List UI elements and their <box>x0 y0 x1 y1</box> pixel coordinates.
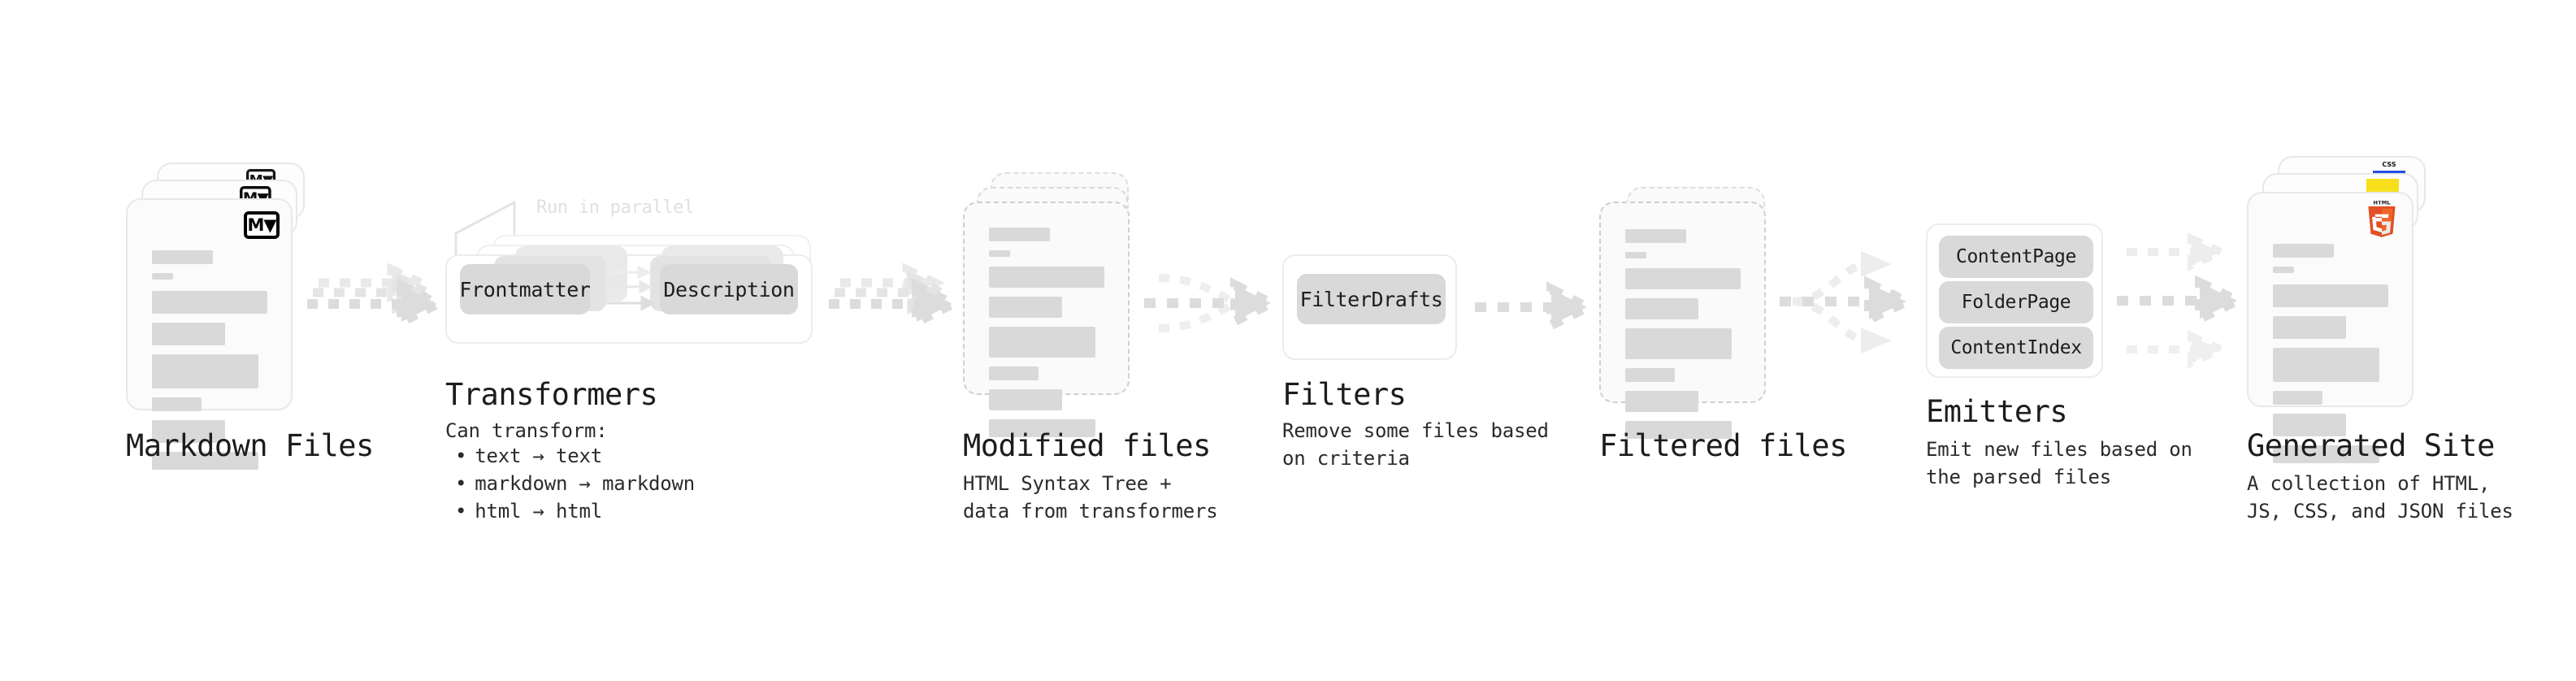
bullet-marker: • <box>455 472 467 496</box>
content-bar <box>989 367 1039 380</box>
emitter-chip-contentindex[interactable]: ContentIndex <box>1939 327 2093 369</box>
site-card-front: HTML <box>2247 192 2413 463</box>
generated-site-desc: A collection of HTML, JS, CSS, and JSON … <box>2247 472 2513 523</box>
content-bar <box>152 452 258 470</box>
bullet-marker: • <box>455 445 467 467</box>
stage-title-markdown-files: Markdown Files <box>126 428 374 463</box>
modified-card-front <box>963 202 1130 437</box>
transformer-chip-label: Description <box>663 277 795 301</box>
content-bar <box>1625 252 1647 258</box>
transformer-inner-arrows <box>606 266 657 311</box>
content-bar <box>989 228 1051 241</box>
content-bar <box>1625 368 1675 382</box>
modified-card-content <box>989 228 1107 446</box>
filter-chip-label: FilterDrafts <box>1299 287 1443 311</box>
stage-title-emitters: Emitters <box>1926 394 2068 429</box>
markdown-badge-letter: M <box>247 215 264 235</box>
filters-panel: FilterDrafts <box>1282 254 1457 360</box>
markdown-card-front: M ▼ <box>126 198 293 470</box>
stage-title-modified-files: Modified files <box>963 428 1211 463</box>
stage-title-filtered-files: Filtered files <box>1599 428 1847 463</box>
emitter-chip-label: FolderPage <box>1961 292 2071 313</box>
content-bar <box>2273 316 2346 339</box>
content-bar <box>989 419 1095 437</box>
content-bar <box>989 297 1062 318</box>
stage-title-transformers: Transformers <box>445 377 658 412</box>
transformer-chip-label: Frontmatter <box>459 277 591 301</box>
arrow-filtered-to-emitters <box>1780 251 1918 354</box>
content-bar <box>989 250 1011 257</box>
transformers-bullet: markdown → markdown <box>475 472 695 496</box>
content-bar <box>152 291 268 314</box>
content-bar <box>1625 421 1732 439</box>
content-bar <box>152 420 225 443</box>
content-bar <box>152 323 225 345</box>
svg-text:HTML: HTML <box>2374 201 2392 206</box>
content-bar <box>152 273 174 280</box>
content-bar <box>152 250 214 264</box>
html5-icon: HTML <box>2368 201 2396 237</box>
emitter-chip-label: ContentIndex <box>1950 337 2082 358</box>
content-bar <box>989 267 1105 288</box>
filters-desc: Remove some files based on criteria <box>1282 419 1549 471</box>
filtered-card-front <box>1599 202 1766 439</box>
content-bar <box>2273 391 2322 405</box>
emitters-panel: ContentPage FolderPage ContentIndex <box>1926 223 2103 378</box>
content-bar <box>1625 328 1732 359</box>
content-bar <box>989 389 1062 410</box>
content-bar <box>2273 445 2379 463</box>
transformer-chip-frontmatter[interactable]: Frontmatter <box>459 264 591 314</box>
emitter-chip-label: ContentPage <box>1956 246 2076 267</box>
content-bar <box>2273 244 2335 258</box>
transformers-bullet-list: • text → text • markdown → markdown • ht… <box>455 442 695 525</box>
transformers-group: Run in parallel Frontmatter Descrip <box>445 197 819 370</box>
filter-chip-filterdrafts[interactable]: FilterDrafts <box>1297 274 1446 324</box>
content-bar <box>152 397 202 411</box>
transformers-desc-heading: Can transform: <box>445 419 608 442</box>
content-bar <box>2273 267 2295 273</box>
emitters-desc: Emit new files based on the parsed files <box>1926 438 2192 489</box>
javascript-icon <box>2366 179 2399 195</box>
transformers-bullet: html → html <box>475 500 602 523</box>
run-in-parallel-bracket <box>454 201 516 264</box>
content-bar <box>152 354 258 388</box>
content-bar <box>1625 391 1698 412</box>
transformers-bullet: text → text <box>475 445 602 467</box>
generated-site-card-stack: HTML <box>2247 156 2434 463</box>
content-bar <box>2273 348 2379 382</box>
arrow-markdown-to-transformers <box>307 262 449 330</box>
content-bar <box>1625 298 1698 319</box>
filtered-files-card-stack <box>1599 187 1778 439</box>
filtered-card-content <box>1625 229 1743 448</box>
site-card-content <box>2273 244 2391 472</box>
content-bar <box>989 327 1095 358</box>
bullet-marker: • <box>455 500 467 523</box>
arrow-emitters-to-site <box>2117 232 2249 369</box>
stage-title-filters: Filters <box>1282 377 1407 412</box>
transformer-chip-description[interactable]: Description <box>660 264 798 314</box>
markdown-badge-arrow: ▼ <box>263 215 276 235</box>
run-in-parallel-label: Run in parallel <box>536 197 695 218</box>
modified-files-desc: HTML Syntax Tree + data from transformer… <box>963 472 1218 523</box>
stage-title-generated-site: Generated Site <box>2247 428 2495 463</box>
content-bar <box>2273 284 2389 307</box>
emitter-chip-contentpage[interactable]: ContentPage <box>1939 236 2093 278</box>
arrow-filters-to-filtered <box>1475 281 1598 333</box>
markdown-card-content <box>152 250 270 479</box>
content-bar <box>1625 229 1687 243</box>
content-bar <box>2273 414 2346 436</box>
markdown-icon: M ▼ <box>244 211 280 239</box>
markdown-files-card-stack: M ▼ M ▼ M ▼ <box>126 163 305 470</box>
modified-files-card-stack <box>963 172 1142 437</box>
arrow-modified-to-filters <box>1144 274 1282 332</box>
content-bar <box>1625 268 1741 289</box>
arrow-transformers-to-modified <box>829 262 964 330</box>
emitter-chip-folderpage[interactable]: FolderPage <box>1939 281 2093 323</box>
